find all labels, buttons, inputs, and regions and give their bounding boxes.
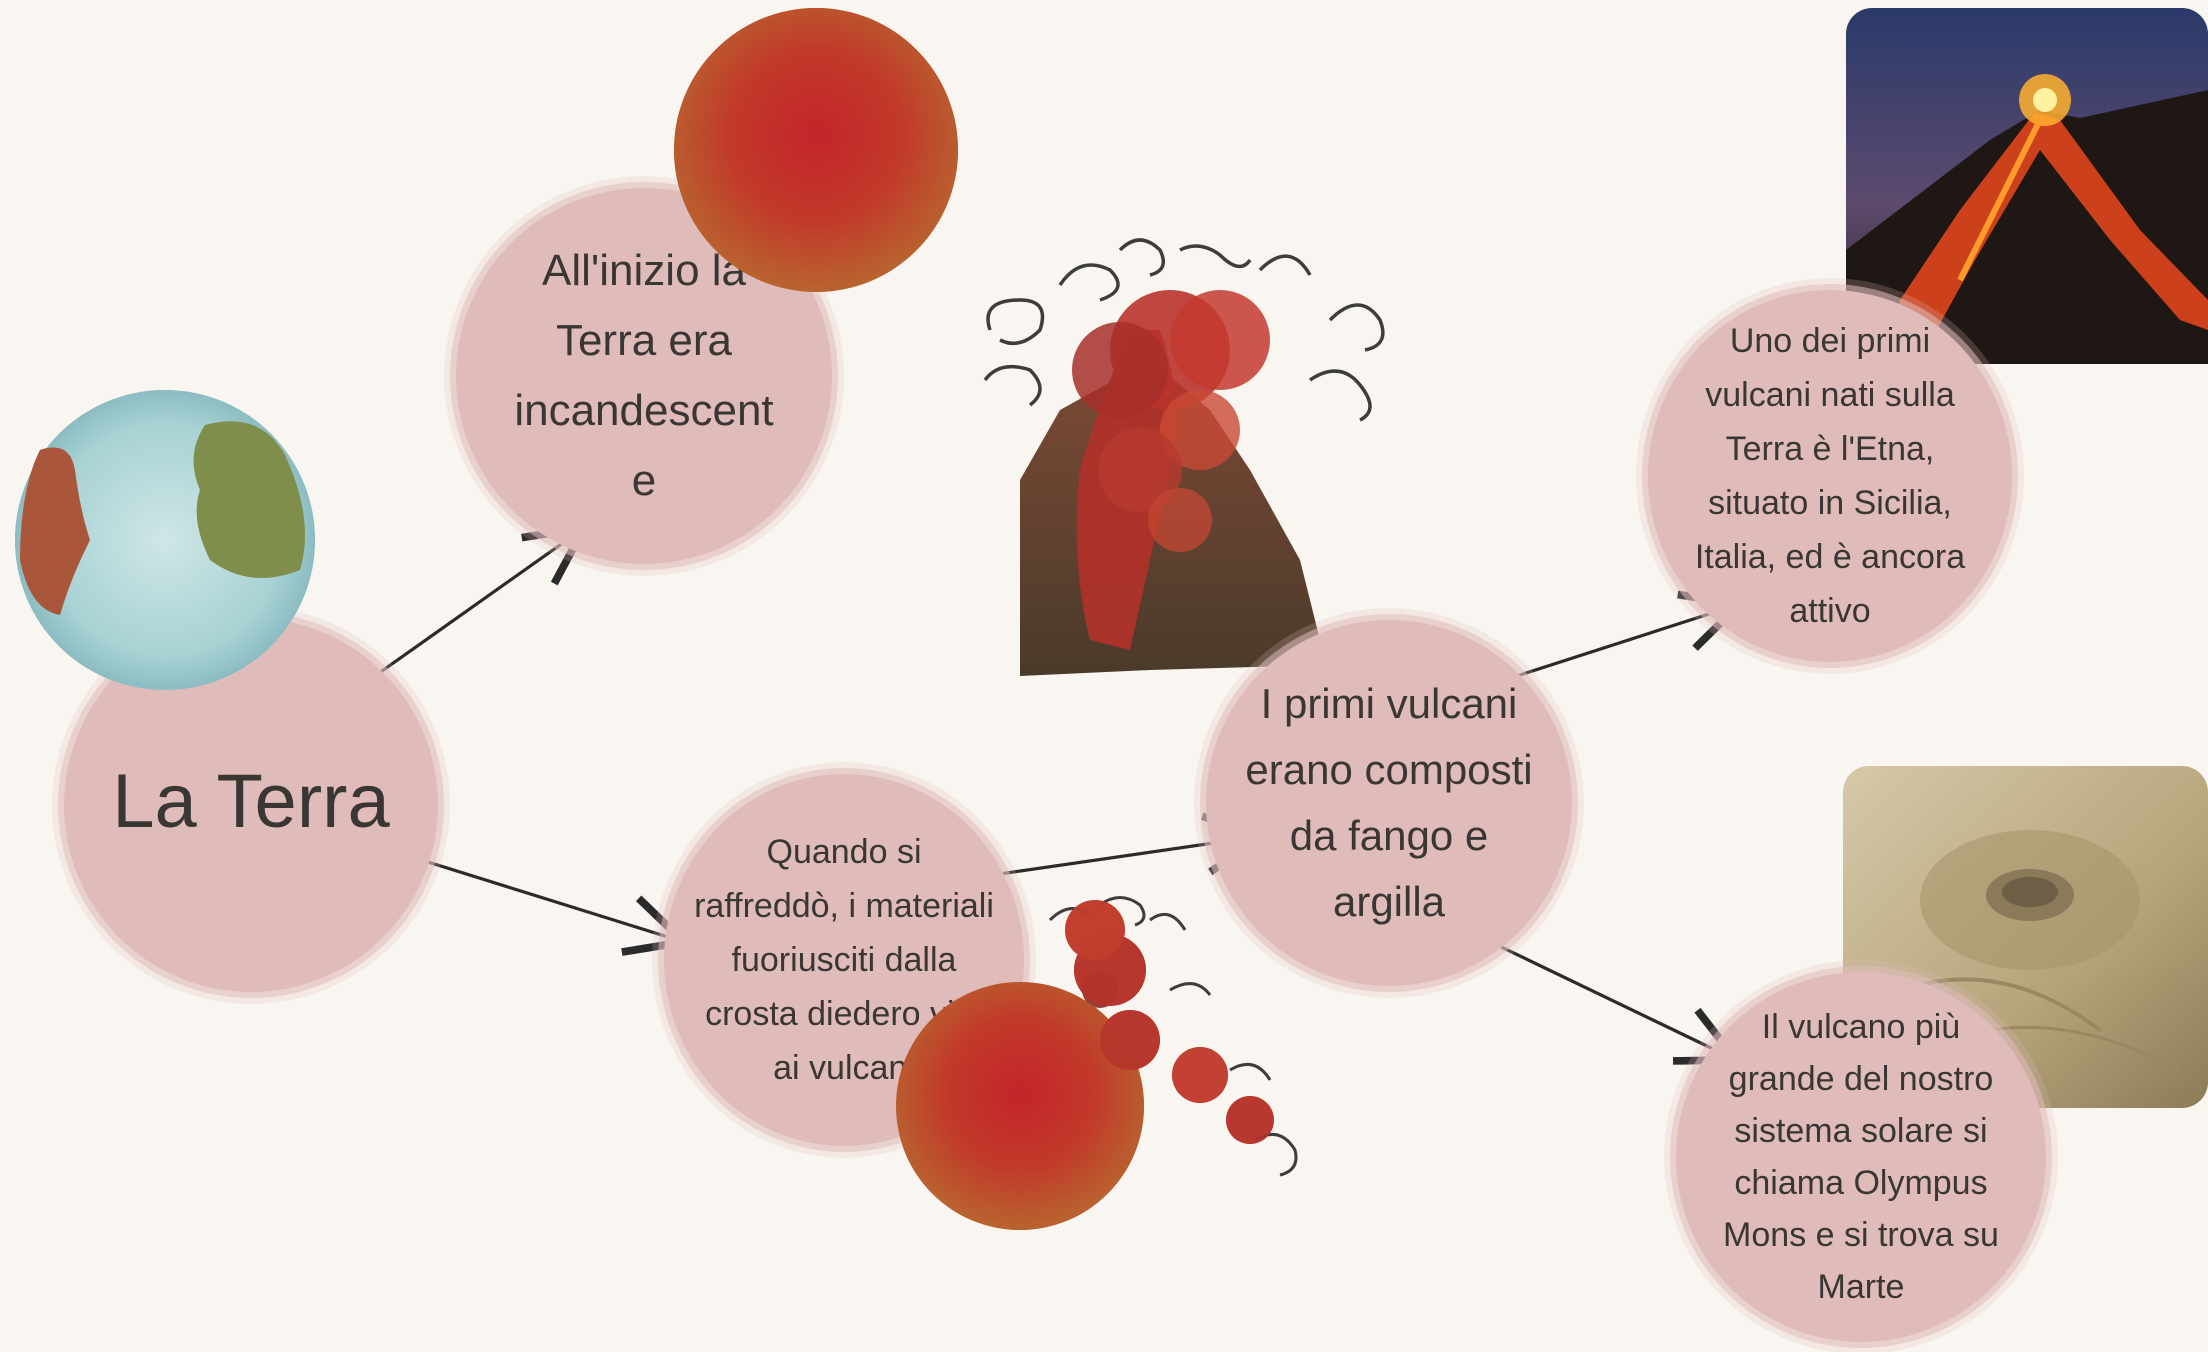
node-primi-vulcani: I primi vulcani erano composti da fango …	[1206, 620, 1572, 986]
earth-globe-overlay	[0, 380, 330, 700]
node-olympus: Il vulcano più grande del nostro sistema…	[1676, 972, 2046, 1342]
molten-planet-overlay	[670, 4, 962, 296]
arrow-terra-to-inizio	[358, 528, 584, 688]
node-la-terra-label: La Terra	[112, 758, 389, 845]
node-primi-vulcani-label: I primi vulcani erano composti da fango …	[1245, 671, 1532, 935]
erupting-volcano-icon	[985, 240, 1383, 676]
arrow-primi-to-olympus	[1466, 930, 1736, 1060]
arrow-terra-to-raffreddo	[396, 852, 684, 942]
node-etna-label: Uno dei primi vulcani nati sulla Terra è…	[1695, 314, 1965, 638]
node-olympus-label: Il vulcano più grande del nostro sistema…	[1723, 1001, 1999, 1313]
node-etna: Uno dei primi vulcani nati sulla Terra è…	[1648, 290, 2012, 662]
